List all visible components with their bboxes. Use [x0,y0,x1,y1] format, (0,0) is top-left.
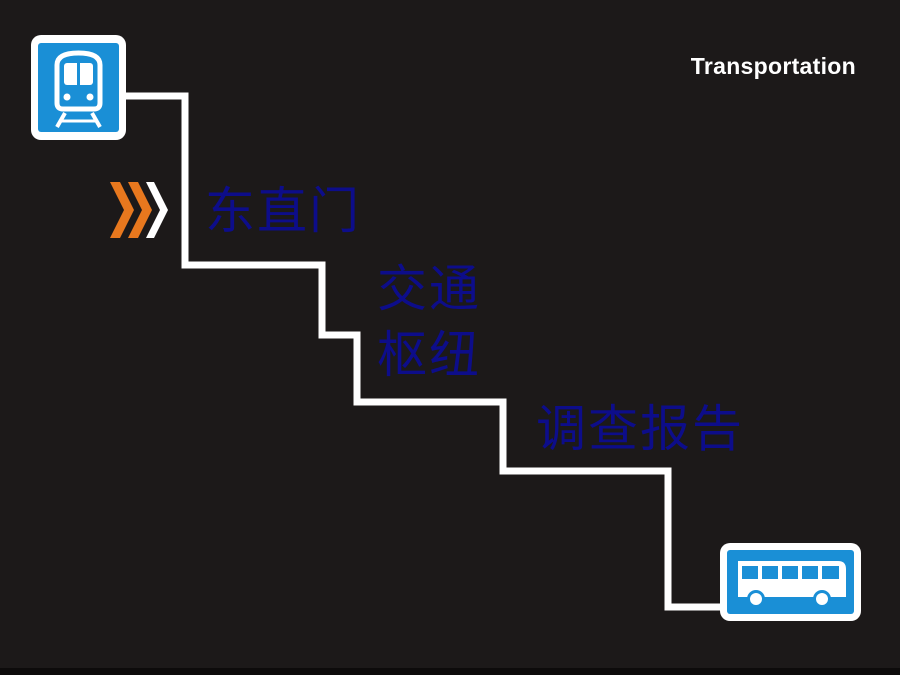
bottom-strip [0,668,900,675]
metro-train-icon [31,35,126,140]
header-label: Transportation [690,53,856,79]
title-line-1: 东直门 [205,182,361,240]
title-line-2: 交通 [377,260,481,318]
title-line-3: 枢纽 [377,326,481,384]
triple-chevron-icon [110,182,168,238]
bus-icon [720,543,861,621]
title-line-4: 调查报告 [536,400,744,458]
